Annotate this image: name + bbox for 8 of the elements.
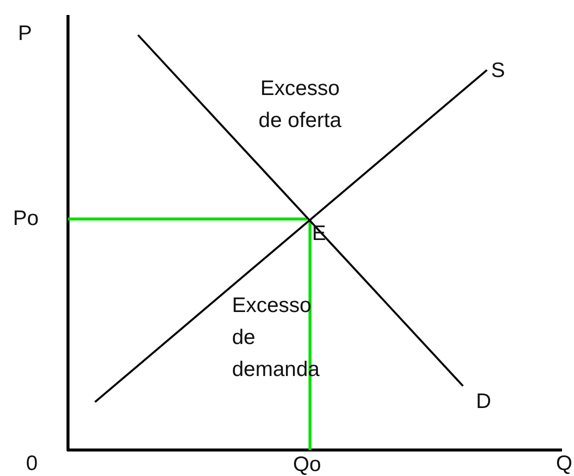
curve-label: S (491, 58, 506, 84)
axis-tick-label: 0 (26, 452, 38, 476)
curve-label: D (476, 389, 492, 415)
region-label: Excesso de oferta (258, 76, 342, 134)
axis-label: P (18, 21, 32, 47)
axis-tick-label: Qo (293, 453, 322, 476)
axis-label: Q (556, 452, 572, 476)
axis-tick-label: Po (13, 206, 39, 232)
